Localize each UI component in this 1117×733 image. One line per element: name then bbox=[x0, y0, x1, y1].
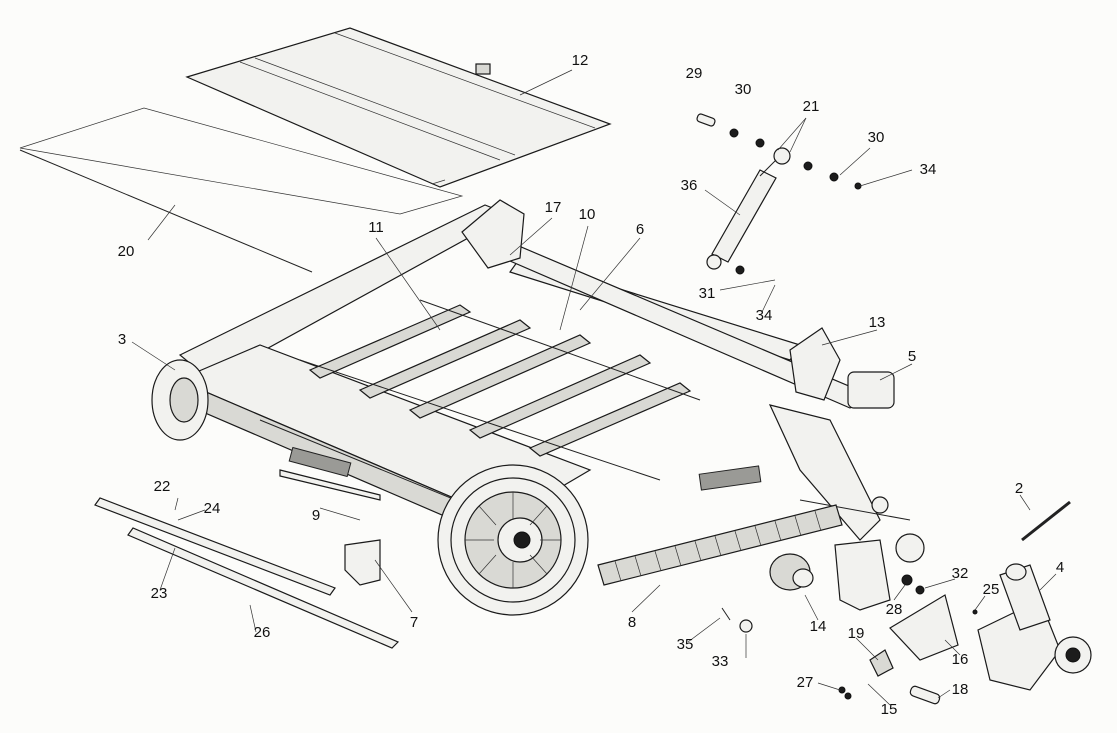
label-20: 20 bbox=[118, 243, 135, 260]
label-5: 5 bbox=[908, 348, 916, 365]
spring bbox=[597, 504, 843, 586]
label-15: 15 bbox=[881, 701, 898, 718]
label-4: 4 bbox=[1056, 559, 1064, 576]
hydraulic-cylinder bbox=[706, 147, 791, 270]
label-17: 17 bbox=[545, 199, 562, 216]
sheet-panel bbox=[19, 107, 464, 273]
leader-lines bbox=[131, 69, 1057, 706]
label-2: 2 bbox=[1015, 480, 1023, 497]
label-34b: 34 bbox=[756, 307, 773, 324]
label-36: 36 bbox=[681, 177, 698, 194]
callout-labels: 2 3 4 5 6 7 8 9 10 11 12 13 14 15 16 17 … bbox=[118, 52, 1065, 718]
label-16: 16 bbox=[952, 651, 969, 668]
guide-rails bbox=[94, 497, 400, 649]
label-32: 32 bbox=[952, 565, 969, 582]
label-24: 24 bbox=[204, 500, 221, 517]
label-8: 8 bbox=[628, 614, 636, 631]
label-13: 13 bbox=[869, 314, 886, 331]
mounting-bracket bbox=[889, 594, 959, 661]
pulley-wheel bbox=[437, 464, 589, 616]
label-7: 7 bbox=[410, 614, 418, 631]
label-23: 23 bbox=[151, 585, 168, 602]
label-33: 33 bbox=[712, 653, 729, 670]
label-18: 18 bbox=[952, 681, 969, 698]
label-14: 14 bbox=[810, 618, 827, 635]
label-25: 25 bbox=[983, 581, 1000, 598]
gear-motor bbox=[977, 563, 1092, 691]
label-11: 11 bbox=[368, 219, 384, 236]
cover-plate bbox=[185, 27, 612, 188]
label-26: 26 bbox=[254, 624, 271, 641]
label-28: 28 bbox=[886, 601, 903, 618]
label-34a: 34 bbox=[920, 161, 937, 178]
label-30b: 30 bbox=[868, 129, 885, 146]
label-10: 10 bbox=[579, 206, 596, 223]
label-9: 9 bbox=[312, 507, 320, 524]
hardware bbox=[696, 113, 978, 705]
label-22: 22 bbox=[154, 478, 171, 495]
label-29: 29 bbox=[686, 65, 703, 82]
label-3: 3 bbox=[118, 331, 126, 348]
grate-bars bbox=[308, 304, 692, 457]
label-6: 6 bbox=[636, 221, 644, 238]
label-27: 27 bbox=[797, 674, 814, 691]
label-30a: 30 bbox=[735, 81, 752, 98]
sprocket bbox=[769, 553, 814, 591]
label-35: 35 bbox=[677, 636, 694, 653]
label-31: 31 bbox=[699, 285, 716, 302]
label-12: 12 bbox=[572, 52, 589, 69]
label-21: 21 bbox=[803, 98, 820, 115]
rod bbox=[1021, 500, 1071, 542]
label-19: 19 bbox=[848, 625, 865, 642]
